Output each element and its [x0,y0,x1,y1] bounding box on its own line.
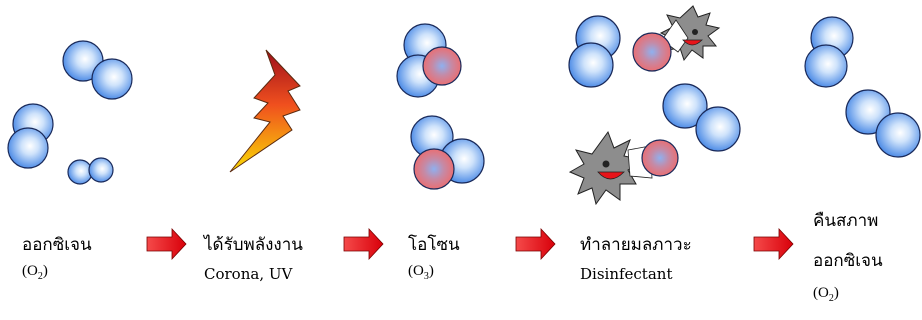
oxygen-atom [695,106,741,152]
oxygen-atom [804,44,848,88]
ozone-atom [422,46,462,86]
step-5-label-line1: คืนสภาพ [813,211,879,231]
step-5-formula: (O2) [813,285,839,304]
step-1-label: ออกซิเจน [22,235,92,255]
step-3-formula: (O3) [408,263,434,282]
microbe-icon [568,130,653,206]
oxygen-atom [91,58,133,100]
oxygen-atom [662,83,708,129]
arrow-right-icon [146,227,187,261]
step-4-label: ทำลายมลภาวะ [580,235,692,255]
disinfection-scene [568,5,741,206]
ozone-atom [413,148,455,190]
lightning-bolt-icon [229,49,301,173]
arrow-right-icon [753,227,794,261]
oxygen-atom [568,42,614,88]
step-5-label-line2: ออกซิเจน [813,251,883,271]
step-3-label: โอโซน [408,235,460,255]
step-2-label: ได้รับพลังงาน [204,235,303,255]
oxygen-atom [88,157,114,183]
restored-oxygen-group [804,16,921,158]
step-1-formula: (O2) [22,263,48,282]
ozone-atom [632,32,672,72]
oxygen-atom [875,112,921,158]
ozone-molecule-top [396,23,462,98]
arrow-right-icon [343,227,384,261]
oxygen-molecule-group [7,40,133,185]
step-2-note: Corona, UV [204,265,293,283]
arrow-right-icon [515,227,556,261]
ozone-atom [641,139,679,177]
step-4-note: Disinfectant [580,265,673,283]
oxygen-atom [67,159,93,185]
oxygen-atom [7,127,49,169]
ozone-molecule-bottom [410,115,485,190]
